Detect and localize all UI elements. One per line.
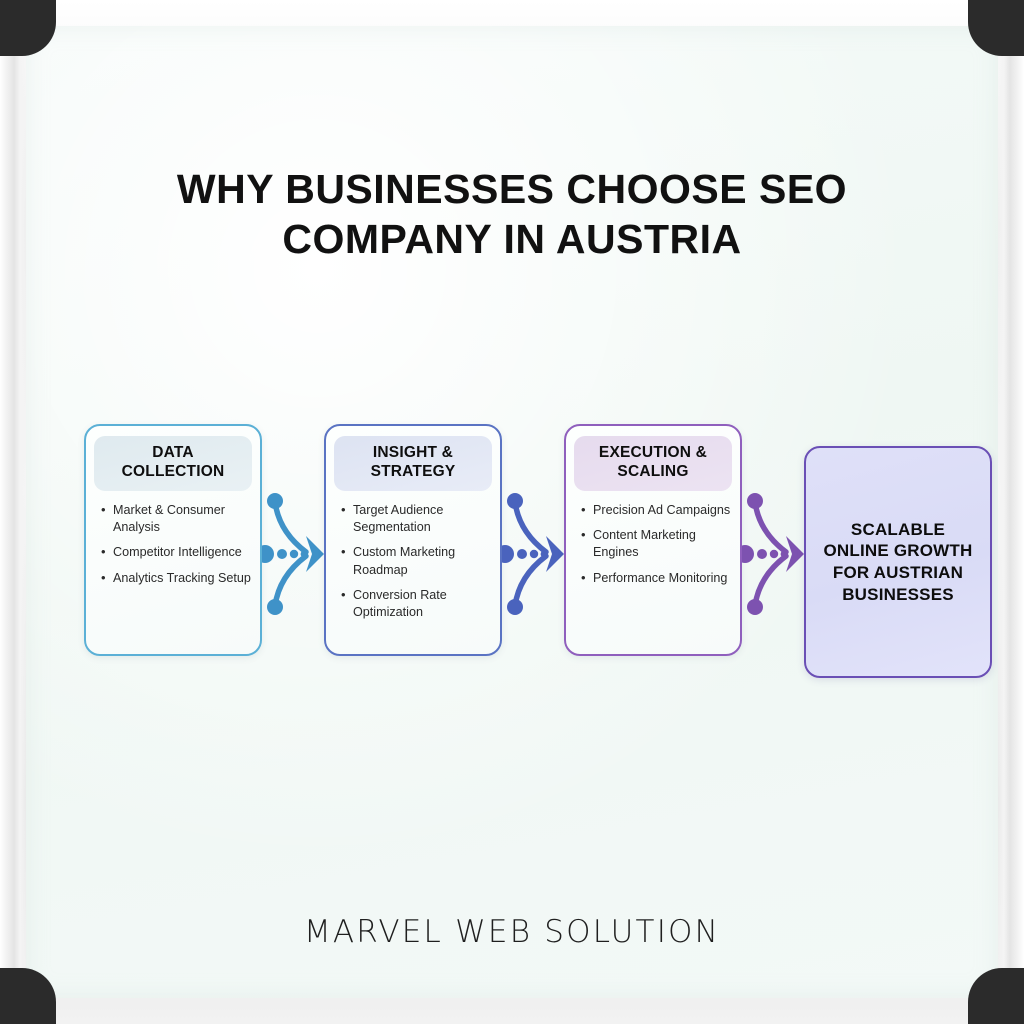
list-item: Performance Monitoring (580, 569, 732, 587)
process-flow-diagram: DATA COLLECTION Market & Consumer Analys… (26, 424, 998, 678)
list-item: Conversion Rate Optimization (340, 586, 492, 622)
connector-2-graphic (496, 493, 564, 615)
connector-arrow-3 (736, 484, 804, 624)
stage-1-bullet-list: Market & Consumer Analysis Competitor In… (94, 501, 252, 587)
page-title: WHY BUSINESSES CHOOSE SEO COMPANY IN AUS… (176, 166, 848, 263)
list-item: Analytics Tracking Setup (100, 569, 252, 587)
whiteboard-surface: WHY BUSINESSES CHOOSE SEO COMPANY IN AUS… (26, 26, 998, 998)
stage-3-bullet-list: Precision Ad Campaigns Content Marketing… (574, 501, 732, 587)
list-item: Market & Consumer Analysis (100, 501, 252, 537)
connector-1-graphic (256, 493, 324, 615)
stage-1-heading: DATA COLLECTION (94, 436, 252, 491)
list-item: Target Audience Segmentation (340, 501, 492, 537)
list-item: Custom Marketing Roadmap (340, 543, 492, 579)
stage-2-heading: INSIGHT & STRATEGY (334, 436, 492, 491)
process-stage-card-3[interactable]: EXECUTION & SCALING Precision Ad Campaig… (564, 424, 742, 656)
outcome-label: SCALABLE ONLINE GROWTH FOR AUSTRIAN BUSI… (823, 519, 973, 604)
process-stage-card-2[interactable]: INSIGHT & STRATEGY Target Audience Segme… (324, 424, 502, 656)
connector-arrow-1 (256, 484, 324, 624)
stage-3-heading: EXECUTION & SCALING (574, 436, 732, 491)
outcome-card[interactable]: SCALABLE ONLINE GROWTH FOR AUSTRIAN BUSI… (804, 446, 992, 678)
frame-corner-bottom-right (968, 968, 1024, 1024)
process-stage-card-1[interactable]: DATA COLLECTION Market & Consumer Analys… (84, 424, 262, 656)
list-item: Content Marketing Engines (580, 526, 732, 562)
stage-2-bullet-list: Target Audience Segmentation Custom Mark… (334, 501, 492, 622)
list-item: Competitor Intelligence (100, 543, 252, 561)
brand-footer: MARVEL WEB SOLUTION (303, 914, 721, 950)
list-item: Precision Ad Campaigns (580, 501, 732, 519)
connector-3-graphic (736, 493, 804, 615)
connector-arrow-2 (496, 484, 564, 624)
